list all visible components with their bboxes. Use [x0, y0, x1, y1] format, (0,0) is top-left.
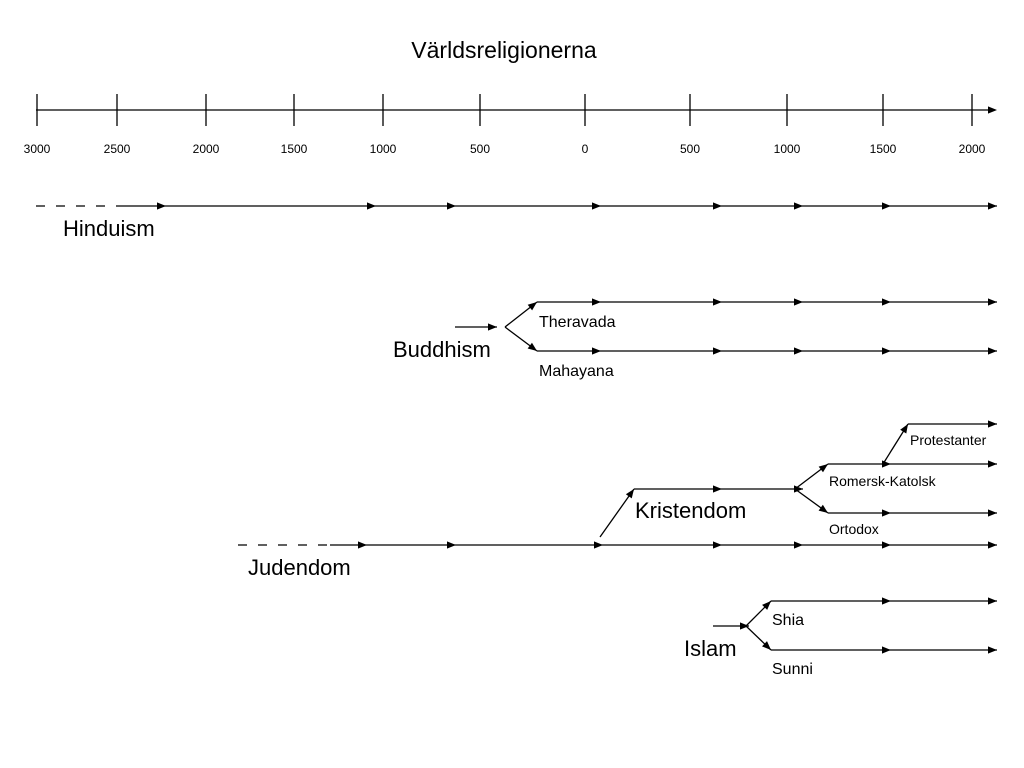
- hinduism-line-arrowhead: [882, 202, 891, 210]
- judendom-line-arrowhead: [794, 541, 803, 549]
- hinduism-line-arrowhead: [157, 202, 166, 210]
- label-sunni: Sunni: [772, 661, 813, 678]
- label-romersk-katolsk: Romersk-Katolsk: [829, 473, 937, 489]
- label-ortodox: Ortodox: [829, 521, 879, 537]
- sunni-line-arrowhead: [988, 646, 997, 654]
- ortodox-line-arrowhead: [988, 509, 997, 517]
- label-buddhism: Buddhism: [393, 337, 491, 362]
- mahayana-line-arrowhead: [794, 347, 803, 355]
- hinduism-line-arrowhead: [447, 202, 456, 210]
- romersk-katolsk-line-arrowhead: [988, 460, 997, 468]
- kristendom-line-arrowhead: [794, 485, 803, 493]
- hinduism-line-arrowhead: [367, 202, 376, 210]
- judendom-line-arrowhead: [447, 541, 456, 549]
- shia-line-arrowhead: [882, 597, 891, 605]
- judendom-line-arrowhead: [882, 541, 891, 549]
- axis-arrowhead: [988, 106, 997, 114]
- diagram-title: Världsreligionerna: [411, 37, 597, 63]
- islam-fork-shia-arrowhead: [762, 601, 771, 610]
- axis-tick-label: 1000: [774, 142, 801, 156]
- axis-tick-label: 2500: [104, 142, 131, 156]
- kristendom-branch-arrowhead: [625, 489, 634, 499]
- label-theravada: Theravada: [539, 314, 616, 331]
- theravada-line-arrowhead: [592, 298, 601, 306]
- axis-tick-label: 1500: [870, 142, 897, 156]
- hinduism-line-arrowhead: [794, 202, 803, 210]
- ortodox-line-arrowhead: [882, 509, 891, 517]
- axis-tick-label: 0: [582, 142, 589, 156]
- islam-fork-sunni-arrowhead: [762, 641, 771, 650]
- buddhism-fork-mahayana-arrowhead: [527, 342, 537, 351]
- label-islam: Islam: [684, 636, 737, 661]
- judendom-line-arrowhead: [713, 541, 722, 549]
- kristendom-line-arrowhead: [713, 485, 722, 493]
- axis-tick-label: 2000: [959, 142, 986, 156]
- theravada-line-arrowhead: [882, 298, 891, 306]
- mahayana-line-arrowhead: [988, 347, 997, 355]
- protestanter-branch-arrowhead: [900, 424, 908, 434]
- judendom-line-arrowhead: [988, 541, 997, 549]
- islam-origin-arrowhead: [740, 622, 749, 630]
- kristendom-branch: [599, 488, 635, 538]
- label-kristendom: Kristendom: [635, 498, 746, 523]
- shia-line-arrowhead: [988, 597, 997, 605]
- protestanter-line-arrowhead: [988, 420, 997, 428]
- theravada-line-arrowhead: [988, 298, 997, 306]
- buddhism-origin-arrowhead: [488, 323, 497, 331]
- religion-branches: [36, 202, 997, 654]
- judendom-line-arrowhead: [358, 541, 367, 549]
- axis-tick-label: 500: [680, 142, 700, 156]
- mahayana-line-arrowhead: [713, 347, 722, 355]
- judendom-line-arrowhead: [594, 541, 603, 549]
- mahayana-line-arrowhead: [882, 347, 891, 355]
- buddhism-fork-theravada-arrowhead: [527, 302, 537, 311]
- sunni-line-arrowhead: [882, 646, 891, 654]
- label-shia: Shia: [772, 612, 804, 629]
- label-hinduism: Hinduism: [63, 216, 155, 241]
- axis-tick-label: 2000: [193, 142, 220, 156]
- hinduism-line-arrowhead: [988, 202, 997, 210]
- axis-tick-label: 500: [470, 142, 490, 156]
- hinduism-line-arrowhead: [592, 202, 601, 210]
- mahayana-line-arrowhead: [592, 347, 601, 355]
- axis-tick-label: 1000: [370, 142, 397, 156]
- theravada-line-arrowhead: [713, 298, 722, 306]
- kristendom-fork-ortodox-arrowhead: [818, 504, 828, 513]
- label-protestanter: Protestanter: [910, 432, 987, 448]
- label-judendom: Judendom: [248, 555, 351, 580]
- theravada-line-arrowhead: [794, 298, 803, 306]
- label-mahayana: Mahayana: [539, 363, 614, 380]
- hinduism-line-arrowhead: [713, 202, 722, 210]
- axis-tick-label: 3000: [24, 142, 51, 156]
- kristendom-fork-romersk-katolsk-arrowhead: [818, 464, 828, 473]
- axis-tick-label: 1500: [281, 142, 308, 156]
- timeline-axis: 3000 2500 2000 1500 1000 500 0 500 1000 1500 2000: [24, 94, 997, 156]
